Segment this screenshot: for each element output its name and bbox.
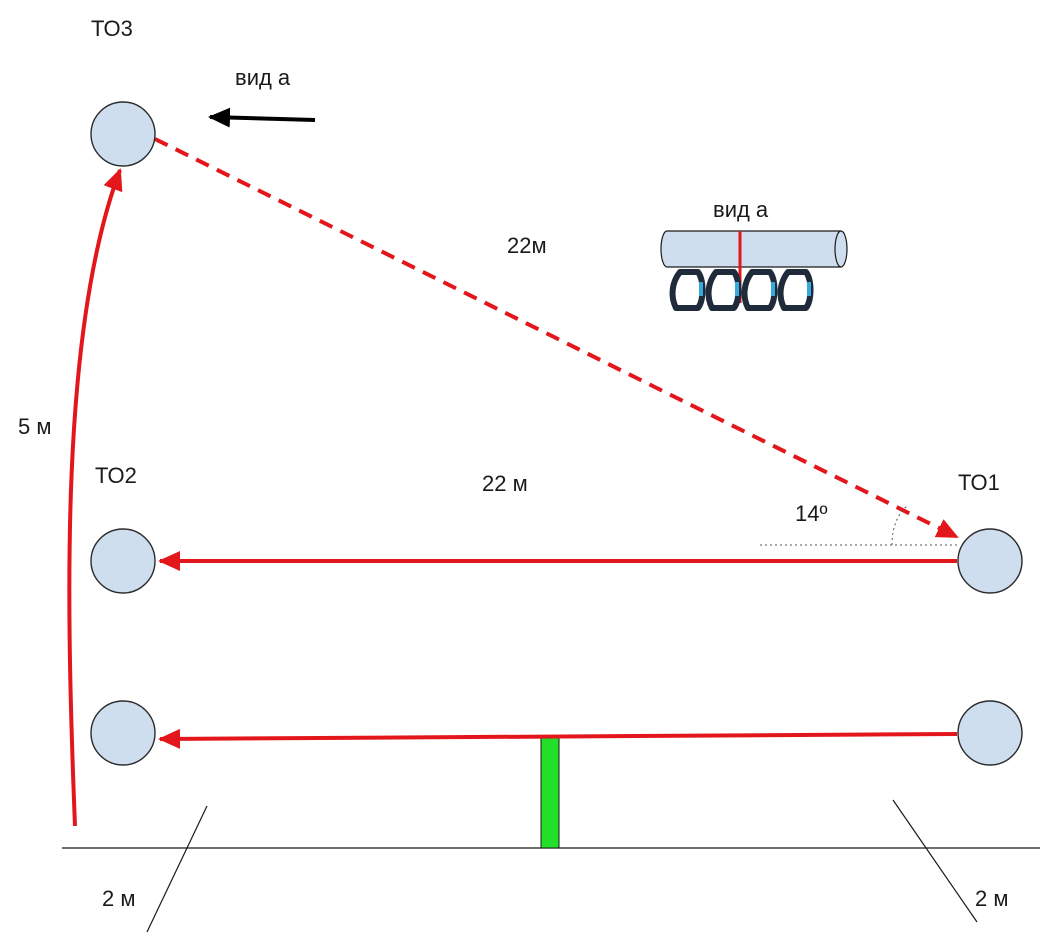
- view-a-inset: [660, 230, 848, 311]
- carabiner-icon: [777, 269, 814, 311]
- node-lower-left: [90, 700, 156, 766]
- view-a-arrow: [208, 107, 316, 128]
- carabiner-icon: [741, 269, 778, 311]
- label-diagonal-distance: 22м: [507, 233, 547, 258]
- right-offset-leader: [892, 799, 978, 923]
- node-to3: [90, 101, 156, 167]
- node-to1: [957, 528, 1023, 594]
- carabiner-icon: [669, 269, 706, 311]
- label-right-offset: 2 м: [975, 886, 1008, 911]
- support-post: [540, 736, 560, 849]
- lower-horizontal-rope: [158, 728, 958, 749]
- vertical-rope-arrow: [67, 168, 123, 827]
- label-height: 5 м: [18, 414, 51, 439]
- label-to1: ТО1: [958, 470, 1000, 495]
- label-horizontal-distance: 22 м: [482, 471, 528, 496]
- node-to2: [90, 528, 156, 594]
- inset-cylinder-end: [834, 230, 842, 268]
- carabiner-icon: [705, 269, 742, 311]
- label-to3: ТО3: [91, 16, 133, 41]
- label-angle: 14º: [795, 501, 828, 526]
- label-to2: ТО2: [95, 463, 137, 488]
- label-view-a-inset: вид а: [713, 197, 769, 222]
- label-view-a-arrow: вид а: [235, 65, 291, 90]
- inset-cylinder: [660, 230, 848, 268]
- label-left-offset: 2 м: [102, 886, 135, 911]
- diagonal-dashed-rope: [154, 137, 959, 539]
- left-offset-leader: [146, 805, 208, 933]
- node-lower-right: [957, 700, 1023, 766]
